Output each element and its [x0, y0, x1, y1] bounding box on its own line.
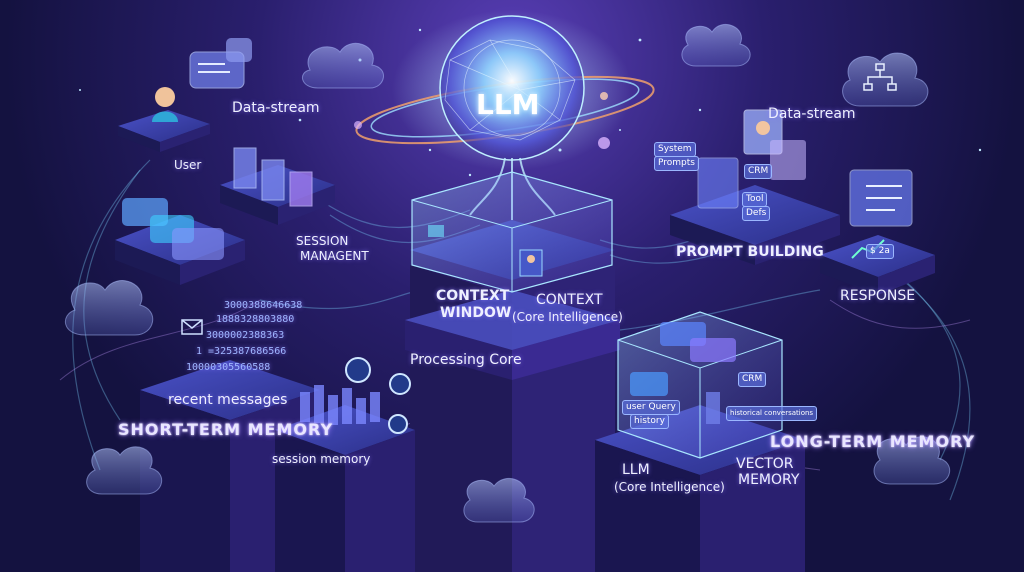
processing-core-label: Processing Core — [410, 352, 522, 368]
user-label: User — [174, 158, 202, 172]
vector-memory-label-1: VECTOR — [736, 456, 794, 472]
data-stream-left-label: Data-stream — [232, 100, 320, 116]
llm-core-title: LLM — [476, 88, 540, 121]
session-management-label-2: MANAGENT — [300, 249, 369, 263]
llm-core-label-2: (Core Intelligence) — [614, 480, 725, 494]
code-line: 10000305560588 — [186, 362, 271, 373]
user-query-history-line-1: user Query — [622, 400, 680, 415]
context-window-label-1: CONTEXT — [436, 288, 510, 304]
long-term-memory-label: LONG-TERM MEMORY — [770, 432, 976, 451]
crm-card: CRM — [744, 164, 773, 179]
historical-conversations-card: historical conversations — [726, 406, 818, 421]
context-core-label-1: CONTEXT — [536, 292, 603, 308]
code-line: 3000002388363 — [206, 330, 285, 341]
data-stream-right-label: Data-stream — [768, 106, 856, 122]
session-memory-label: session memory — [272, 452, 371, 466]
recent-messages-label: recent messages — [168, 392, 288, 408]
context-window-label-2: WINDOW — [440, 305, 512, 321]
user-query-history-line-2: history — [630, 414, 669, 429]
short-term-memory-label: SHORT-TERM MEMORY — [118, 420, 334, 439]
system-prompts-card-line-1: System — [654, 142, 696, 157]
vector-memory-label-2: MEMORY — [738, 472, 800, 488]
code-line: 3000388646638 — [224, 300, 303, 311]
code-line: 1 =325387686566 — [196, 346, 287, 357]
prompt-building-label: PROMPT BUILDING — [676, 244, 824, 260]
response-value-card: $ 2a — [866, 244, 894, 259]
tool-defs-card-line-1: Tool — [742, 192, 768, 207]
tool-defs-card-line-2: Defs — [742, 206, 771, 221]
context-core-label-2: (Core Intelligence) — [512, 310, 623, 324]
crm-box-card: CRM — [738, 372, 767, 387]
system-prompts-card-line-2: Prompts — [654, 156, 699, 171]
response-label: RESPONSE — [840, 288, 916, 304]
llm-core-label-1: LLM — [622, 462, 650, 478]
code-line: 1888328803880 — [216, 314, 295, 325]
session-management-label-1: SESSION — [296, 234, 349, 248]
